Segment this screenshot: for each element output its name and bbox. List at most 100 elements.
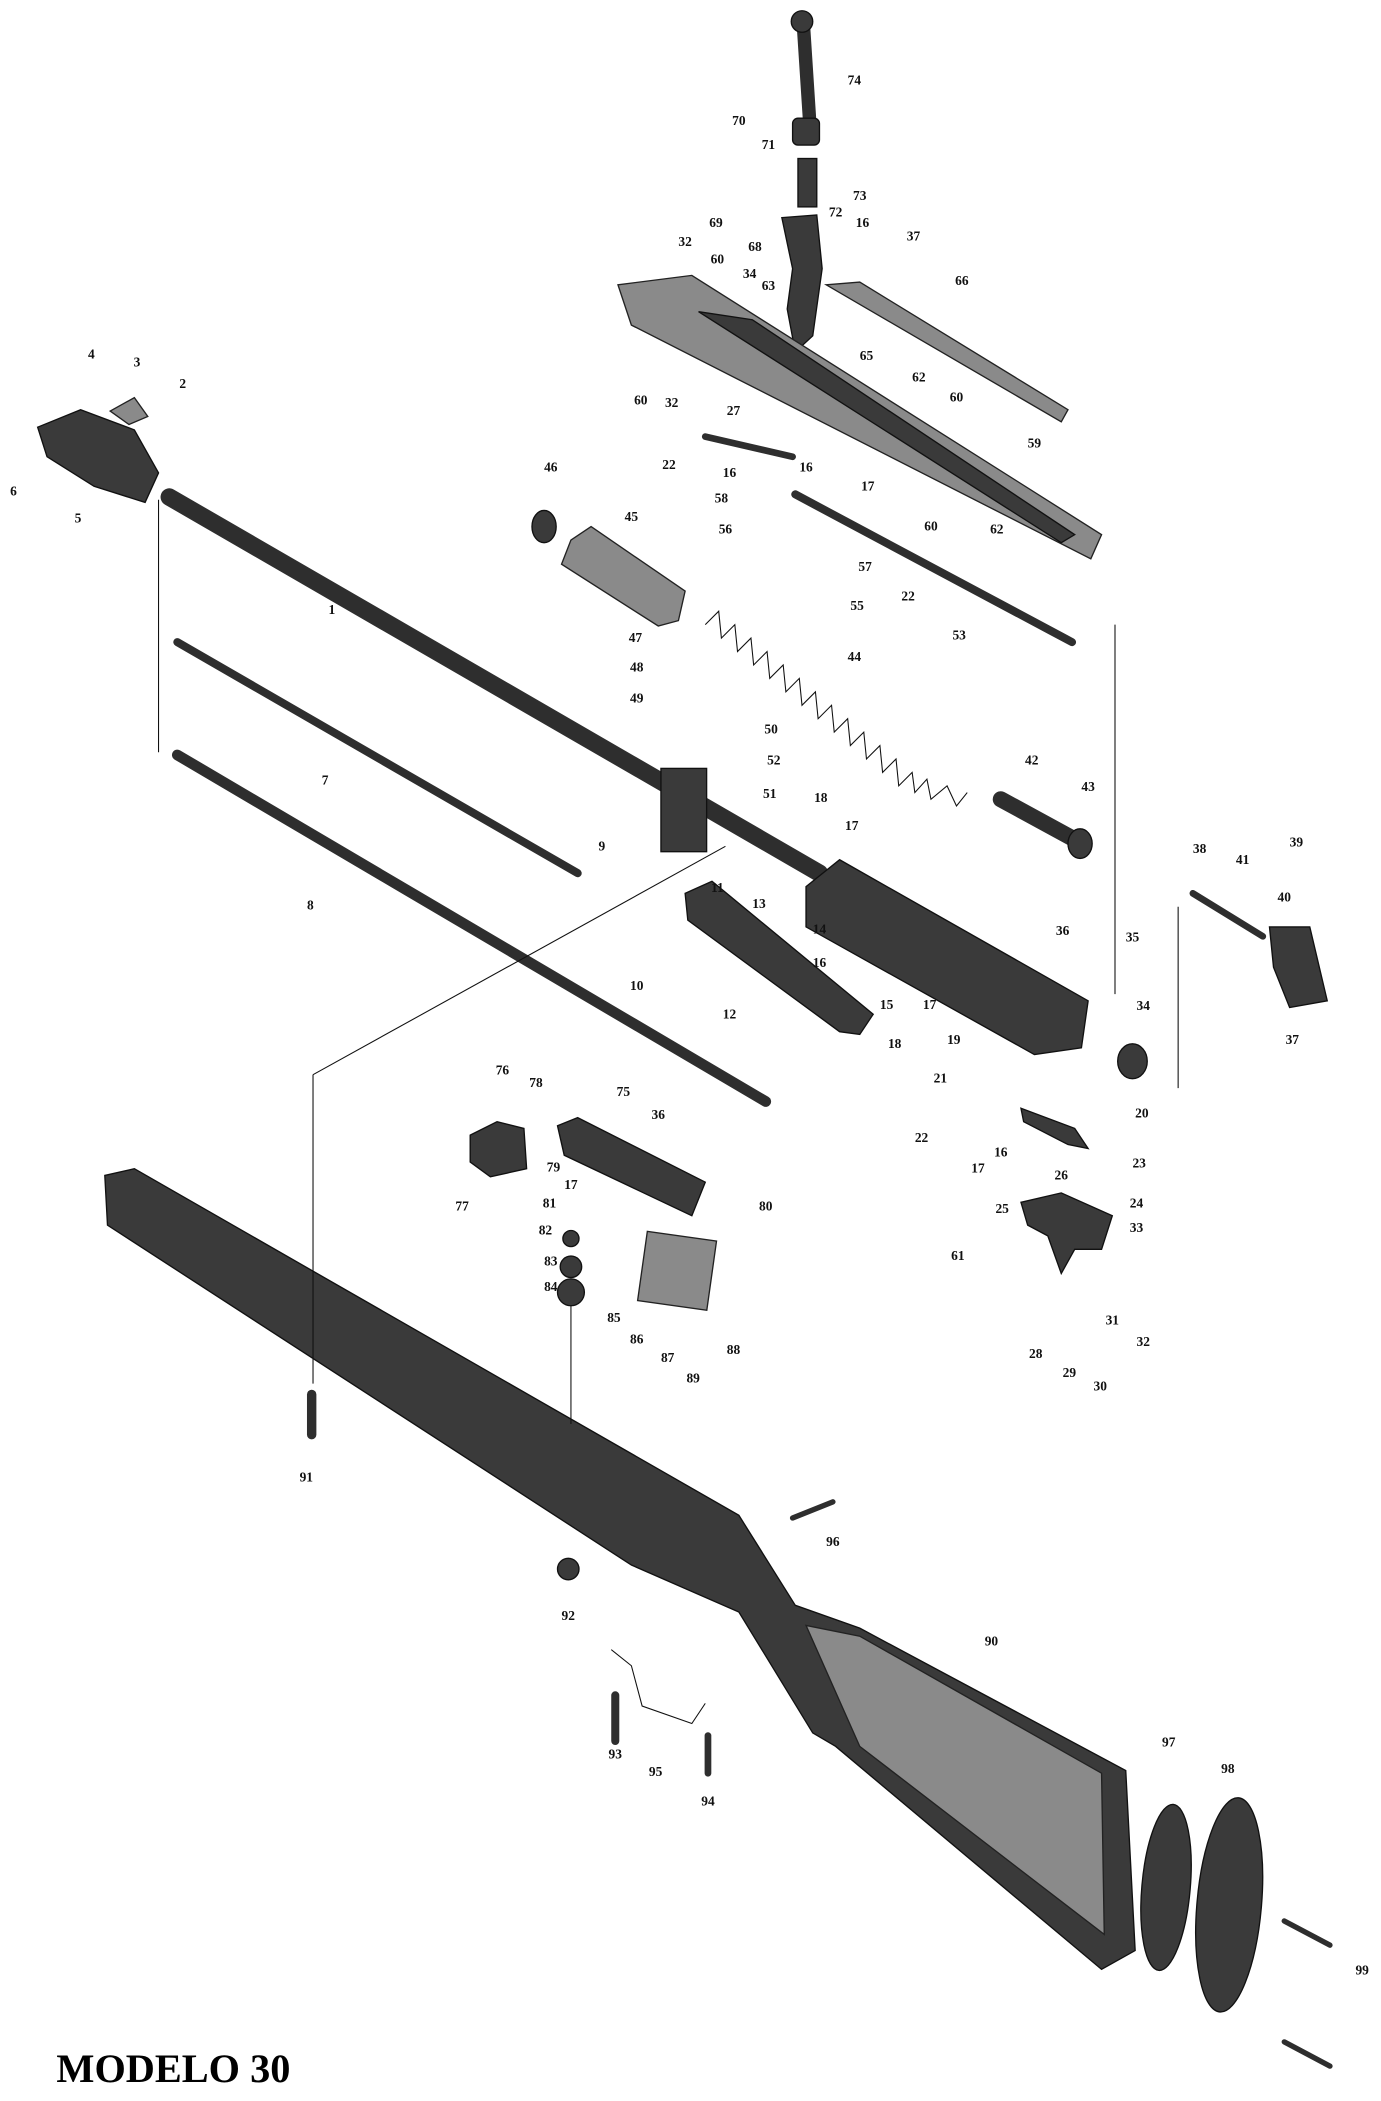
part-label-84: 84 <box>544 1279 558 1294</box>
part-label-77: 77 <box>455 1198 469 1213</box>
part-label-89: 89 <box>686 1370 700 1385</box>
part-label-36: 36 <box>1056 923 1070 938</box>
part-label-17: 17 <box>861 478 875 493</box>
part-label-53: 53 <box>952 627 966 642</box>
part-label-29: 29 <box>1063 1365 1077 1380</box>
part-label-43: 43 <box>1081 779 1095 794</box>
part-label-27: 27 <box>727 403 741 418</box>
part-label-36: 36 <box>652 1107 666 1122</box>
handguard-ring <box>531 509 557 544</box>
magazine-block <box>636 1230 718 1312</box>
tube-cap <box>1067 828 1093 860</box>
part-label-17: 17 <box>564 1177 578 1192</box>
part-label-80: 80 <box>759 1198 773 1213</box>
part-label-32: 32 <box>1136 1334 1150 1349</box>
part-label-18: 18 <box>888 1036 902 1051</box>
rear-sight-rod <box>1189 889 1267 940</box>
trigger <box>1020 1192 1114 1276</box>
part-label-72: 72 <box>829 204 843 219</box>
model-title: MODELO 30 <box>56 2046 290 2091</box>
butt-spacer <box>1140 1803 1192 1972</box>
part-label-41: 41 <box>1236 852 1250 867</box>
pin-96 <box>789 1499 836 1521</box>
part-label-6: 6 <box>10 484 17 499</box>
part-label-32: 32 <box>665 395 679 410</box>
spring-guide-tube <box>992 791 1083 848</box>
part-label-15: 15 <box>880 997 894 1012</box>
part-label-16: 16 <box>856 215 870 230</box>
part-label-8: 8 <box>307 897 314 912</box>
part-label-33: 33 <box>1130 1220 1144 1235</box>
part-label-10: 10 <box>630 978 644 993</box>
part-label-17: 17 <box>845 818 859 833</box>
part-label-13: 13 <box>752 896 766 911</box>
part-label-22: 22 <box>662 457 676 472</box>
part-label-58: 58 <box>715 490 729 505</box>
part-label-25: 25 <box>995 1201 1009 1216</box>
part-label-86: 86 <box>630 1331 644 1346</box>
part-label-16: 16 <box>813 955 827 970</box>
part-label-96: 96 <box>826 1534 840 1549</box>
part-label-99: 99 <box>1355 1963 1369 1978</box>
bolt-arm <box>701 433 796 461</box>
part-label-1: 1 <box>328 602 335 617</box>
lever-knob <box>790 10 814 33</box>
part-label-60: 60 <box>950 390 964 405</box>
part-label-68: 68 <box>748 239 762 254</box>
part-label-78: 78 <box>529 1075 543 1090</box>
part-label-60: 60 <box>634 392 648 407</box>
part-label-48: 48 <box>630 660 644 675</box>
top-cover-slot <box>698 310 1076 544</box>
part-label-71: 71 <box>762 137 776 152</box>
part-label-83: 83 <box>544 1253 558 1268</box>
part-label-4: 4 <box>88 347 95 362</box>
barrel-block <box>660 767 708 853</box>
part-label-92: 92 <box>562 1608 576 1623</box>
nut-92 <box>556 1557 580 1581</box>
butt-plate <box>1195 1797 1264 2013</box>
washer-82 <box>562 1229 580 1248</box>
part-label-62: 62 <box>990 521 1004 536</box>
handguard <box>560 525 686 627</box>
part-label-28: 28 <box>1029 1346 1043 1361</box>
lever-spring-block <box>797 157 818 208</box>
gas-rod <box>171 749 772 1107</box>
part-label-35: 35 <box>1126 930 1140 945</box>
part-label-95: 95 <box>649 1764 663 1779</box>
part-label-75: 75 <box>617 1084 631 1099</box>
part-label-16: 16 <box>994 1145 1008 1160</box>
part-label-22: 22 <box>915 1130 929 1145</box>
rear-sight-block <box>1268 926 1329 1009</box>
part-label-56: 56 <box>719 521 733 536</box>
part-label-38: 38 <box>1193 841 1207 856</box>
part-label-30: 30 <box>1094 1378 1108 1393</box>
part-label-20: 20 <box>1135 1106 1149 1121</box>
parts <box>36 10 1333 2069</box>
slide <box>684 880 875 1036</box>
part-label-16: 16 <box>799 460 813 475</box>
part-label-52: 52 <box>767 752 781 767</box>
part-label-85: 85 <box>607 1310 621 1325</box>
sear <box>1020 1107 1090 1150</box>
cocking-lever <box>796 17 817 135</box>
part-label-7: 7 <box>322 773 329 788</box>
part-label-2: 2 <box>179 376 186 391</box>
part-label-60: 60 <box>711 251 725 266</box>
part-label-5: 5 <box>75 511 82 526</box>
part-label-34: 34 <box>743 266 757 281</box>
rear-nut <box>1117 1043 1148 1080</box>
nut-84 <box>556 1278 586 1307</box>
assembly-line <box>312 845 726 1076</box>
part-label-60: 60 <box>924 519 938 534</box>
part-label-39: 39 <box>1290 834 1304 849</box>
part-label-93: 93 <box>609 1746 623 1761</box>
part-label-34: 34 <box>1136 998 1150 1013</box>
part-label-76: 76 <box>496 1063 510 1078</box>
part-label-32: 32 <box>678 234 692 249</box>
receiver <box>805 858 1089 1056</box>
trigger-housing <box>469 1120 528 1178</box>
part-label-40: 40 <box>1278 889 1292 904</box>
part-label-24: 24 <box>1130 1196 1144 1211</box>
